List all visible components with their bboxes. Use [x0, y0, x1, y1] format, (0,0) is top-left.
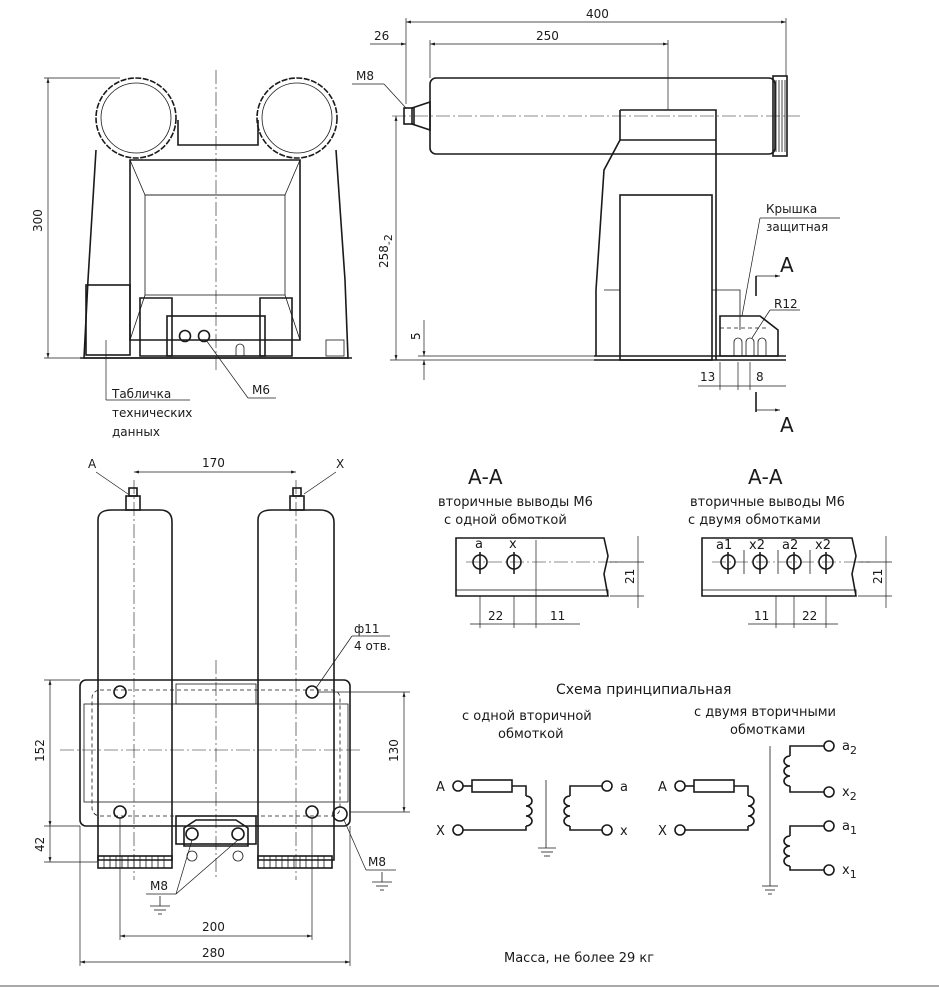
- section-mark-bottom: А: [780, 413, 794, 437]
- section-double-term-3: а2: [782, 538, 798, 553]
- plan-dim-170: 170: [202, 456, 225, 470]
- front-view: 300 М6 Табличка технических данных: [31, 70, 352, 439]
- section-double-term-2: х2: [749, 538, 765, 553]
- schem2-primary-x: Х: [658, 824, 667, 839]
- section-double-sub1: вторичные выводы М6: [690, 495, 845, 510]
- section-double-dim-21: 21: [871, 569, 885, 584]
- section-double-dim-22: 22: [802, 609, 817, 623]
- hole-label-1: ф11: [354, 622, 380, 636]
- schematic-double-2: обмотками: [730, 723, 805, 738]
- section-single-term-a: а: [475, 537, 483, 552]
- ground-icon: [150, 896, 170, 915]
- cover-label-2: защитная: [766, 220, 828, 234]
- section-single-title: А-А: [468, 465, 503, 489]
- schem1-secondary-x: х: [620, 824, 628, 839]
- plan-dim-200: 200: [202, 920, 225, 934]
- schem1-secondary-a: а: [620, 780, 628, 795]
- schematic-double-1: с двумя вторичными: [694, 705, 836, 720]
- side-dim-height: 258-2: [377, 234, 395, 268]
- section-single-dim-22: 22: [488, 609, 503, 623]
- side-dim-length: 250: [536, 29, 559, 43]
- schem1-primary-a: А: [436, 780, 445, 795]
- schem2-a2: а2: [842, 739, 857, 757]
- section-double-dim-11: 11: [754, 609, 769, 623]
- side-dim-base: 5: [409, 332, 423, 340]
- section-double: А-А вторичные выводы М6 с двумя обмоткам…: [688, 465, 892, 628]
- side-dim-13: 13: [700, 370, 715, 384]
- section-mark-top: А: [780, 253, 794, 277]
- schem2-x2: х2: [842, 785, 857, 803]
- plan-dim-152: 152: [33, 739, 47, 762]
- section-double-title: А-А: [748, 465, 783, 489]
- plan-view: А Х 170 ф11 4 отв. 152 42 130 200: [33, 456, 410, 966]
- schem2-primary-a: А: [658, 780, 667, 795]
- plate-label-1: Табличка: [111, 387, 171, 401]
- cover-label-1: Крышка: [766, 202, 817, 216]
- section-single-term-x: х: [509, 537, 517, 552]
- plate-label-3: данных: [112, 425, 160, 439]
- plan-m8-right: М8: [368, 855, 386, 869]
- schem2-x1: х1: [842, 863, 857, 881]
- side-view: 400 250 26 М8 258-2 5 Крышка защитная R1…: [352, 7, 840, 437]
- section-double-sub2: с двумя обмотками: [688, 513, 821, 528]
- mass-note: Масса, не более 29 кг: [504, 951, 654, 966]
- plan-dim-280: 280: [202, 946, 225, 960]
- front-thread-label: М6: [252, 383, 270, 397]
- section-single-sub2: с одной обмоткой: [444, 513, 567, 528]
- schem2-a1: а1: [842, 819, 857, 837]
- side-thread-label: М8: [356, 69, 374, 83]
- schematic-single-1: с одной вторичной: [462, 709, 592, 724]
- plan-m8-left: М8: [150, 879, 168, 893]
- schematic-title: Схема принципиальная: [556, 682, 731, 698]
- plan-dim-42: 42: [33, 837, 47, 852]
- plan-terminal-a: А: [88, 457, 97, 471]
- ground-icon: [372, 872, 392, 891]
- section-single-dim-21: 21: [623, 569, 637, 584]
- section-single: А-А вторичные выводы М6 с одной обмоткой…: [438, 465, 644, 628]
- plan-terminal-x: Х: [336, 457, 344, 471]
- schematic-single-2: обмоткой: [498, 727, 564, 742]
- schematic: Схема принципиальная с одной вторичной о…: [436, 682, 857, 895]
- hole-label-2: 4 отв.: [354, 639, 391, 653]
- front-dim-height: 300: [31, 209, 45, 232]
- section-double-term-1: а1: [716, 538, 732, 553]
- side-dim-8: 8: [756, 370, 764, 384]
- section-single-sub1: вторичные выводы М6: [438, 495, 593, 510]
- side-radius: R12: [774, 297, 798, 311]
- plate-label-2: технических: [112, 406, 192, 420]
- section-double-term-4: х2: [815, 538, 831, 553]
- side-dim-total: 400: [586, 7, 609, 21]
- plan-dim-130: 130: [387, 739, 401, 762]
- section-single-dim-11: 11: [550, 609, 565, 623]
- side-dim-offset: 26: [374, 29, 389, 43]
- schem1-primary-x: Х: [436, 824, 445, 839]
